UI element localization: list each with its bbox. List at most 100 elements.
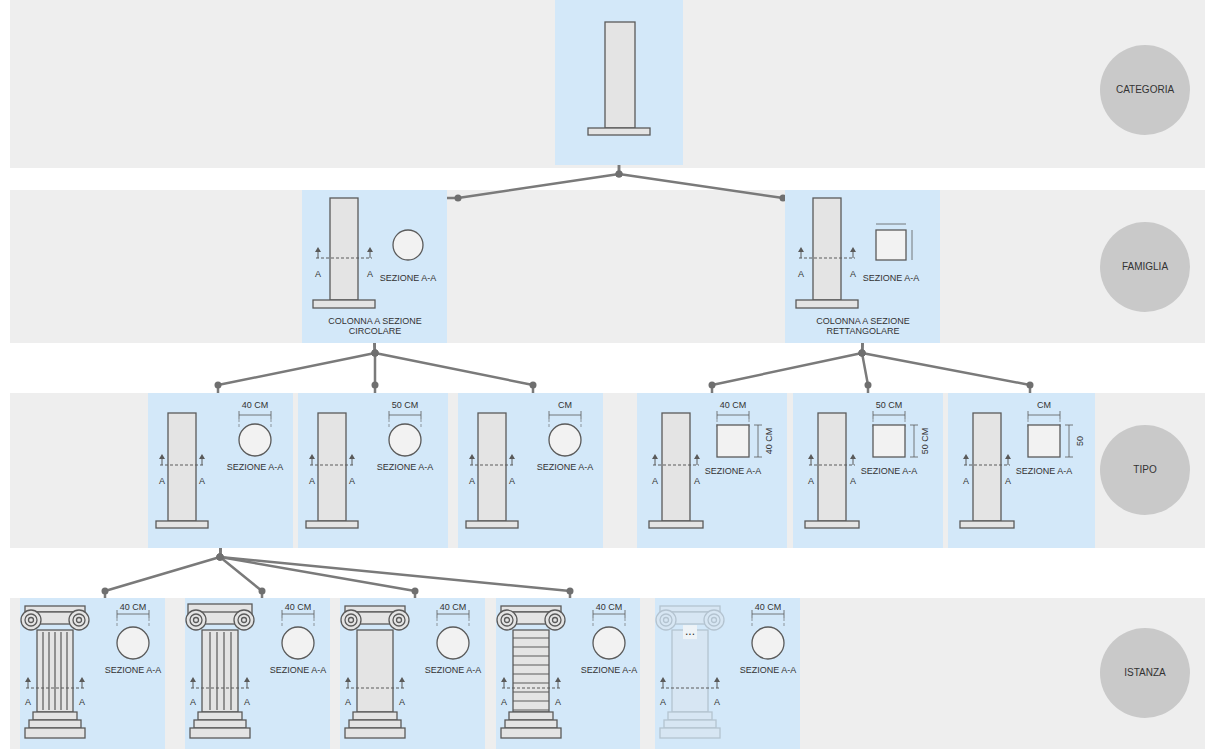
volute [341, 610, 361, 630]
drawing-line [1008, 458, 1009, 465]
drawing-line [717, 411, 718, 419]
drawing-line [697, 458, 698, 465]
drawing-line [754, 457, 762, 458]
volute [704, 610, 724, 630]
column-shaft [202, 630, 238, 712]
ionic-column [21, 606, 89, 738]
drawing-line [549, 411, 550, 419]
drawing-line [402, 681, 403, 688]
column-base [960, 521, 1014, 528]
connector-dot [616, 171, 623, 178]
level-band [10, 190, 1205, 343]
section-circle [239, 424, 271, 456]
section-label: SEZIONE A-A [425, 665, 482, 675]
section-label: SEZIONE A-A [105, 665, 162, 675]
drawing-line [282, 614, 314, 615]
section-mark: A [309, 476, 315, 486]
volute [660, 614, 672, 626]
drawing-line [160, 465, 204, 466]
section-mark: A [345, 697, 351, 707]
drawing-line [912, 230, 913, 260]
drawing-line [853, 251, 854, 258]
connector-dot [567, 588, 574, 595]
column-part [345, 728, 405, 738]
column-shaft [330, 198, 358, 300]
connector-dot [372, 350, 379, 357]
section-mark: A [1005, 476, 1011, 486]
section-mark: A [399, 697, 405, 707]
section-circle [593, 627, 625, 659]
drawing-line [504, 681, 505, 688]
drawing-line [653, 465, 699, 466]
connector-dot [102, 588, 109, 595]
drawing-line [193, 681, 194, 688]
column-base [649, 521, 703, 528]
connector-dot [709, 382, 716, 389]
drawing-line [149, 610, 150, 618]
hierarchy-connector [218, 343, 375, 393]
volute [549, 614, 561, 626]
dimension: 40 CM [755, 602, 782, 612]
column-card [555, 0, 683, 165]
drawing-line [54, 632, 55, 710]
hierarchy-connector [220, 548, 262, 598]
drawing-line [758, 425, 759, 457]
section-label: SEZIONE A-A [227, 462, 284, 472]
drawing-line [82, 681, 83, 688]
drawing-line [117, 610, 118, 618]
drawing-line [1060, 411, 1061, 419]
column-part [509, 712, 553, 720]
column-card: AASEZIONE A-ACOLONNA A SEZIONE RETTANGOL… [785, 190, 940, 343]
dimension: 50 CM [920, 428, 930, 455]
family-name: COLONNA A SEZIONE RETTANGOLARE [789, 316, 937, 337]
drawing-line [149, 618, 150, 626]
column-part [33, 712, 77, 720]
column-card: AA40 CMSEZIONE A-A [185, 598, 330, 749]
level-label: FAMIGLIA [1122, 261, 1168, 273]
drawing-line [811, 458, 812, 465]
drawing-line [239, 419, 240, 427]
dimension: 50 CM [876, 400, 903, 410]
connector-dot [455, 195, 462, 202]
drawing-line [593, 618, 594, 626]
column-card: ...AA40 CMSEZIONE A-A [655, 598, 800, 749]
drawing-line [348, 681, 349, 688]
volute [21, 610, 41, 630]
section-mark: A [159, 476, 165, 486]
section-circle [437, 627, 469, 659]
section-circle [549, 424, 581, 456]
family-name: COLONNA A SEZIONE CIRCOLARE [308, 316, 443, 337]
column-card: AACMSEZIONE A-A [458, 393, 603, 548]
drawing-line [593, 614, 625, 615]
volute [393, 614, 405, 626]
connector-dot [217, 554, 224, 561]
drawing-line [752, 610, 753, 618]
drawing-line [513, 646, 549, 647]
drawing-line [663, 681, 664, 688]
column-card: AA40 CM40 CMSEZIONE A-A [637, 393, 787, 548]
column-part [198, 712, 242, 720]
hierarchy-connector [105, 548, 221, 598]
drawing-line [209, 632, 210, 710]
drawing-line [513, 691, 549, 692]
column-shaft [318, 413, 346, 521]
section-label: SEZIONE A-A [861, 466, 918, 476]
connector-dot [217, 554, 224, 561]
drawing-line [625, 618, 626, 626]
volute [234, 610, 254, 630]
drawing-line [799, 258, 855, 259]
section-mark: A [190, 697, 196, 707]
drawing-line [905, 411, 906, 419]
section-mark: A [509, 476, 515, 486]
column-card: AASEZIONE A-ACOLONNA A SEZIONE CIRCOLARE [302, 190, 447, 343]
drawing-line [437, 614, 469, 615]
drawing-line [202, 458, 203, 465]
column-drawing [555, 0, 683, 165]
column-shaft [168, 413, 196, 521]
drawing-line [28, 681, 29, 688]
hierarchy-connector [220, 548, 570, 598]
drawing-line [239, 415, 271, 416]
level-circle: FAMIGLIA [1100, 222, 1190, 312]
column-shaft [513, 630, 549, 712]
section-square [1028, 425, 1060, 457]
